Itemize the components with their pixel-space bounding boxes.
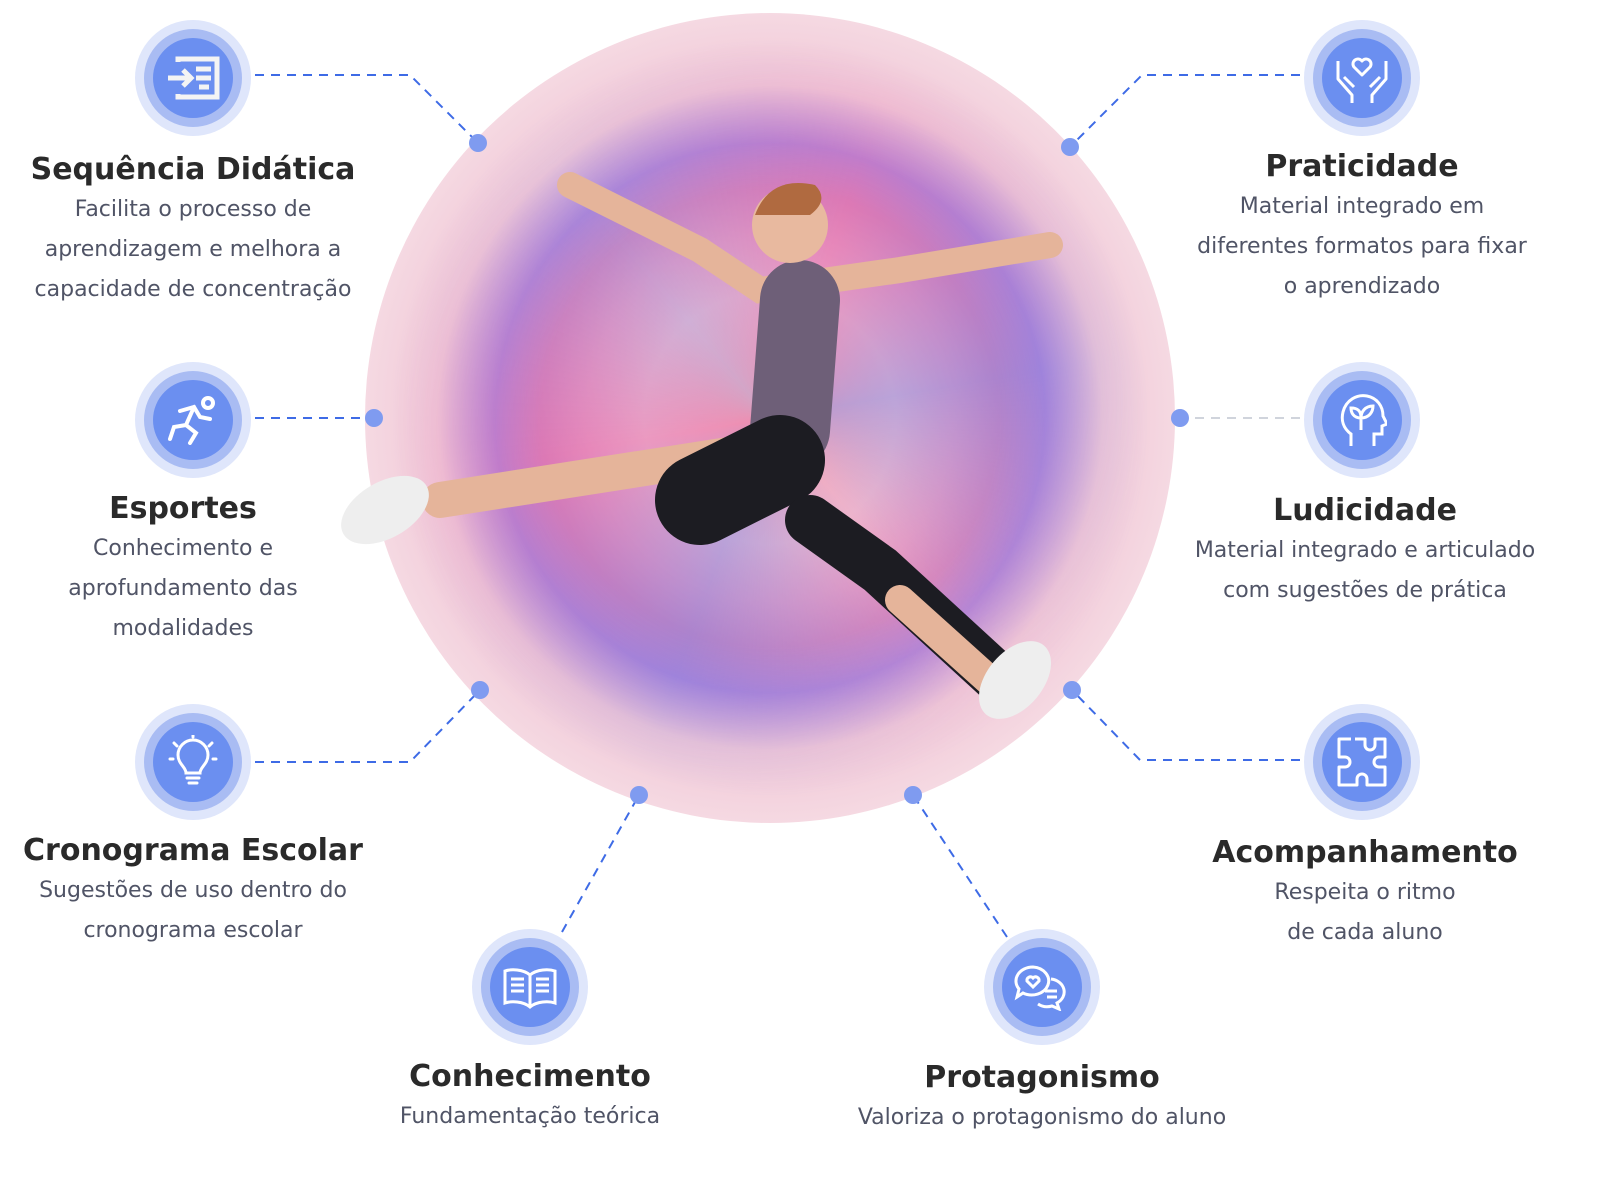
- feature-title: Ludicidade: [1273, 493, 1457, 528]
- feature-icon-esportes: [135, 362, 251, 478]
- puzzle-icon: [1337, 737, 1387, 787]
- feature-title: Esportes: [109, 491, 257, 526]
- feature-esportes: Esportes Conhecimento e aprofundamento d…: [0, 489, 393, 649]
- feature-sequencia-didatica: Sequência Didática Facilita o processo d…: [0, 150, 403, 310]
- feature-desc-line: diferentes formatos para fixar: [1197, 234, 1527, 259]
- head-leaf-icon: [1340, 394, 1387, 446]
- runner-icon: [168, 396, 215, 445]
- feature-icon-conhecimento: [472, 929, 588, 1045]
- feature-desc-line: Material integrado e articulado: [1194, 538, 1536, 563]
- feature-title: Acompanhamento: [1212, 835, 1518, 870]
- chat-heart-icon: [1014, 965, 1066, 1011]
- feature-icon-ludicidade: [1304, 362, 1420, 478]
- feature-desc-line: Facilita o processo de: [74, 197, 312, 222]
- feature-desc-line: de cada aluno: [1287, 920, 1443, 945]
- feature-desc-line: aprofundamento das: [68, 576, 298, 601]
- feature-conhecimento: Conhecimento Fundamentação teórica: [320, 1057, 740, 1137]
- feature-desc-line: o aprendizado: [1283, 274, 1441, 299]
- feature-desc-line: Valoriza o protagonismo do aluno: [857, 1105, 1227, 1130]
- feature-desc-line: capacidade de concentração: [34, 277, 352, 302]
- feature-icon-protagonismo: [984, 929, 1100, 1045]
- feature-title: Conhecimento: [409, 1059, 651, 1094]
- input-list-icon: [168, 56, 220, 100]
- feature-desc-line: cronograma escolar: [83, 918, 303, 943]
- feature-desc-line: Material integrado em: [1239, 194, 1485, 219]
- feature-icon-praticidade: [1304, 20, 1420, 136]
- feature-icon-acompanhamento: [1304, 704, 1420, 820]
- open-book-icon: [503, 968, 557, 1009]
- feature-desc-line: Fundamentação teórica: [399, 1104, 661, 1129]
- lightbulb-icon: [168, 735, 218, 785]
- feature-desc-line: Sugestões de uso dentro do: [39, 878, 347, 903]
- feature-cronograma-escolar: Cronograma Escolar Sugestões de uso dent…: [0, 831, 403, 951]
- feature-title: Sequência Didática: [30, 152, 356, 187]
- feature-protagonismo: Protagonismo Valoriza o protagonismo do …: [832, 1058, 1252, 1138]
- feature-title: Cronograma Escolar: [23, 833, 363, 868]
- feature-icon-sequencia: [135, 20, 251, 136]
- feature-ludicidade: Ludicidade Material integrado e articula…: [1155, 491, 1575, 611]
- feature-desc-line: aprendizagem e melhora a: [44, 237, 342, 262]
- feature-desc-line: com sugestões de prática: [1223, 578, 1507, 603]
- feature-acompanhamento: Acompanhamento Respeita o ritmo de cada …: [1155, 833, 1575, 953]
- hands-heart-icon: [1336, 57, 1388, 103]
- feature-praticidade: Praticidade Material integrado em difere…: [1152, 147, 1572, 307]
- feature-title: Protagonismo: [924, 1060, 1160, 1095]
- feature-desc-line: Respeita o ritmo: [1274, 880, 1456, 905]
- feature-desc-line: Conhecimento e: [93, 536, 273, 561]
- feature-desc-line: modalidades: [112, 616, 254, 641]
- feature-title: Praticidade: [1265, 149, 1459, 184]
- feature-icon-cronograma: [135, 704, 251, 820]
